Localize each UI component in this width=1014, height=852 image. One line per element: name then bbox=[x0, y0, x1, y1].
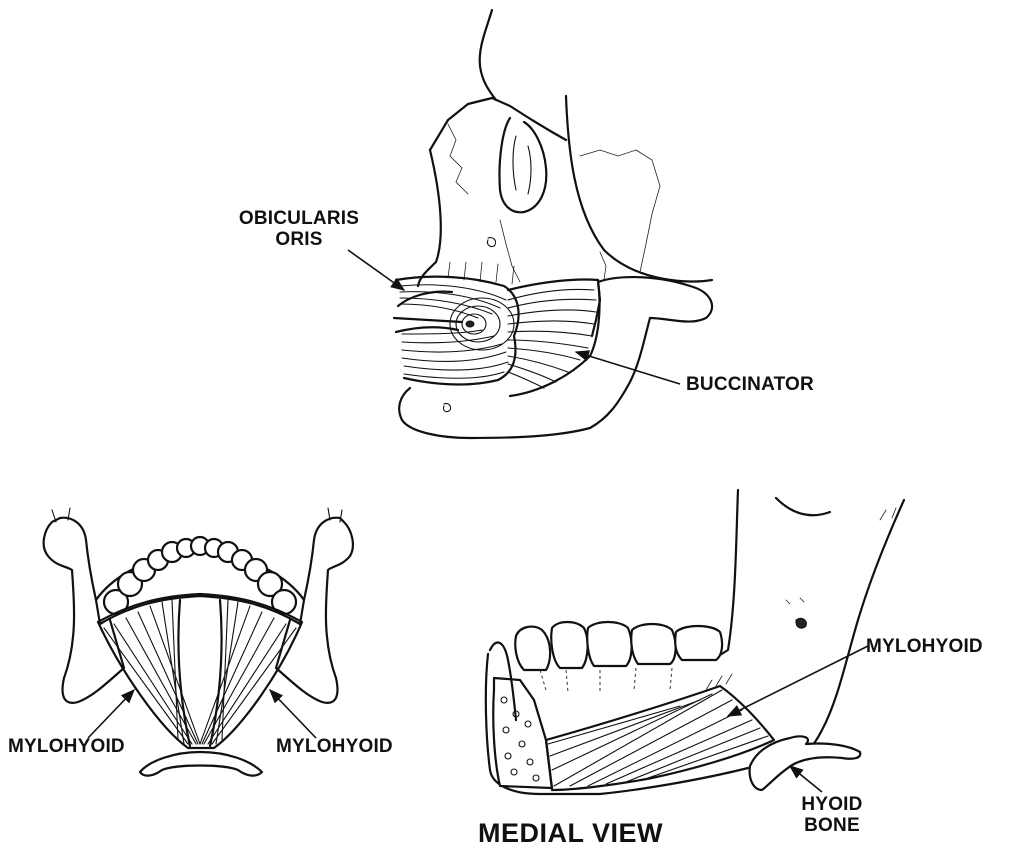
label-buccinator: BUCCINATOR bbox=[686, 374, 814, 395]
buccinator-fibres bbox=[508, 279, 600, 396]
mylohyoid-fibres-inferior bbox=[104, 600, 296, 746]
medial-view-illustration bbox=[486, 490, 904, 794]
label-obicularis-oris: OBICULARIS ORIS bbox=[236, 208, 362, 250]
label-obicularis-oris-line2: ORIS bbox=[236, 229, 362, 250]
lateral-face-illustration bbox=[348, 10, 712, 438]
label-hyoid-bone: HYOID BONE bbox=[792, 794, 872, 836]
label-medial-view: MEDIAL VIEW bbox=[478, 818, 663, 848]
label-mylohyoid-left: MYLOHYOID bbox=[8, 736, 125, 757]
label-hyoid-bone-line2: BONE bbox=[792, 815, 872, 836]
label-mylohyoid-medial: MYLOHYOID bbox=[866, 636, 983, 657]
label-hyoid-bone-line1: HYOID bbox=[792, 794, 872, 815]
label-obicularis-oris-line1: OBICULARIS bbox=[236, 208, 362, 229]
label-mylohyoid-right: MYLOHYOID bbox=[276, 736, 393, 757]
teeth-row-medial-view bbox=[515, 622, 722, 670]
